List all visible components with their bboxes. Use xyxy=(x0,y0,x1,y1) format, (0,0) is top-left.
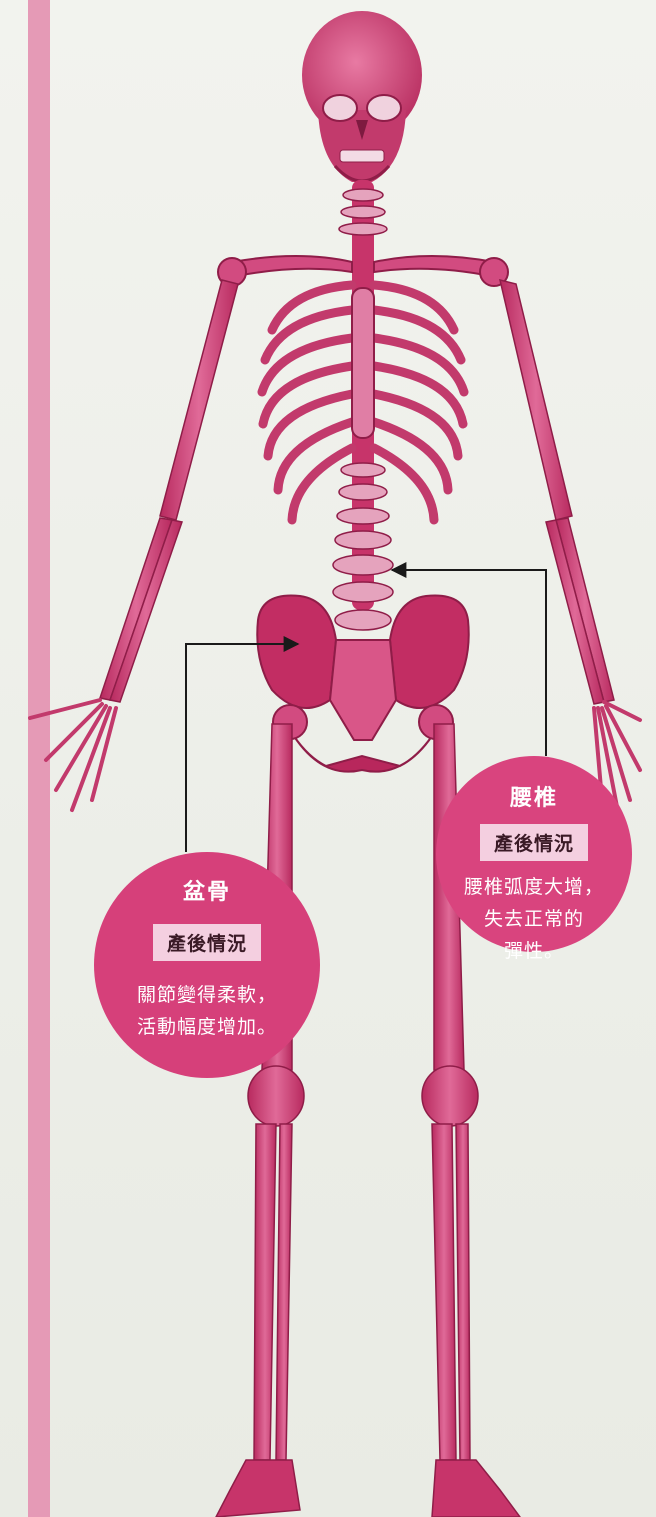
pelvis-tag: 產後情況 xyxy=(153,924,261,961)
lumbar-line-1: 腰椎弧度大增， xyxy=(464,871,604,903)
pelvis-title: 盆骨 xyxy=(183,874,231,906)
lumbar-callout: 腰椎 產後情況 腰椎弧度大增， 失去正常的 彈性。 xyxy=(436,756,632,952)
pelvis-callout: 盆骨 產後情況 關節變得柔軟， 活動幅度增加。 xyxy=(94,852,320,1078)
skull xyxy=(302,11,422,182)
pelvis-line-2: 活動幅度增加。 xyxy=(137,1011,277,1043)
lumbar-description: 腰椎弧度大增， 失去正常的 彈性。 xyxy=(464,871,604,967)
feet xyxy=(216,1460,520,1517)
lumbar-line-2: 失去正常的 xyxy=(464,903,604,935)
pelvis-description: 關節變得柔軟， 活動幅度增加。 xyxy=(137,979,277,1043)
lumbar-title: 腰椎 xyxy=(510,780,558,812)
sternum xyxy=(352,288,374,438)
pelvis-line-1: 關節變得柔軟， xyxy=(137,979,277,1011)
lumbar-line-3: 彈性。 xyxy=(464,935,604,967)
lumbar-tag: 產後情況 xyxy=(480,824,588,861)
